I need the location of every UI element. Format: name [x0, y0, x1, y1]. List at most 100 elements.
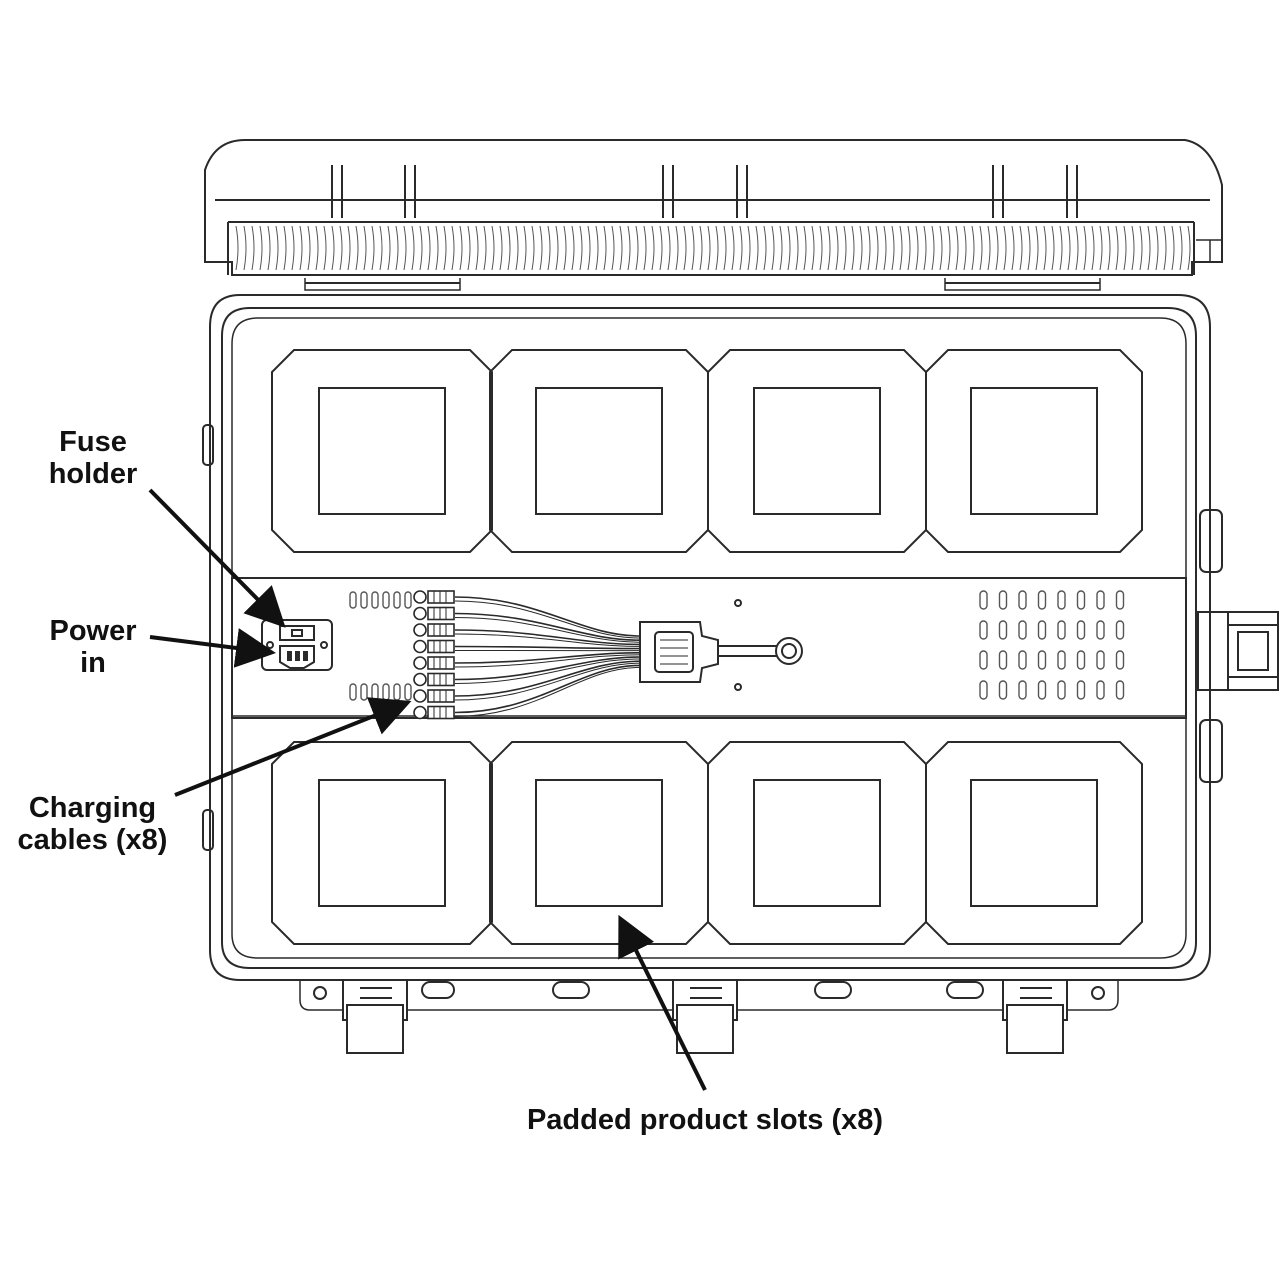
vent-slot: [1096, 620, 1105, 640]
connector-grip: [433, 591, 447, 603]
callout-arrows: [148, 488, 707, 1091]
cable-junction: [639, 621, 803, 683]
connector-grip: [433, 657, 447, 669]
product-slot-pocket: [535, 779, 663, 907]
power-in-label: Power in: [28, 615, 158, 679]
cable-plug: [413, 623, 427, 637]
cable-connector: [427, 672, 455, 687]
product-slot-pocket: [970, 387, 1098, 515]
vent-slot: [979, 620, 988, 640]
vent-slot: [1018, 680, 1027, 700]
connector-grip: [433, 673, 447, 686]
product-slot-pocket: [753, 779, 881, 907]
vent-slot: [998, 590, 1008, 610]
power-in-label-line1: Power: [49, 615, 137, 647]
bottom-latches: [299, 979, 1119, 1054]
charging-cable-edge: [454, 658, 641, 684]
lid-hinge-posts: [331, 165, 1078, 218]
vent-slot: [1096, 590, 1105, 610]
vent-slot: [1018, 650, 1027, 670]
case-base: [202, 294, 1279, 981]
connector-grip: [433, 690, 447, 702]
vent-slot: [1096, 650, 1105, 670]
charging-cable-edge: [454, 654, 641, 668]
fuse-holder-label-line1: Fuse: [59, 426, 127, 458]
vent-slot: [382, 591, 390, 609]
vent-slot: [979, 590, 988, 610]
charging-cable: [454, 660, 641, 697]
product-slot-pocket: [535, 387, 663, 515]
right-vents: [979, 590, 1125, 700]
vent-slot: [360, 591, 368, 609]
charging-cable-edge: [454, 600, 641, 639]
product-slot-7: [707, 741, 927, 945]
vent-slot: [1037, 590, 1047, 610]
cable-connector: [427, 705, 455, 720]
cable-connector: [427, 623, 455, 637]
fuse-holder-label-line2: holder: [48, 458, 138, 490]
charging-cable: [454, 612, 641, 641]
connector-grip: [433, 624, 447, 636]
charging-cables-label-line1: Charging: [28, 792, 157, 824]
right-latch: [1197, 611, 1279, 691]
vent-slot: [1076, 620, 1086, 640]
charging-cable-edge: [454, 662, 641, 701]
connector-grip: [433, 640, 447, 653]
vent-slot: [1018, 620, 1027, 640]
charging-cable: [454, 596, 641, 637]
product-slot-1: [271, 349, 493, 553]
vent-slot: [1115, 680, 1125, 700]
power-in-label-line2: in: [80, 647, 106, 679]
left-vents: [349, 591, 412, 701]
vent-slot: [1018, 590, 1027, 610]
vent-slot: [404, 591, 412, 609]
vent-slot: [349, 591, 357, 609]
cable-plug: [413, 639, 427, 654]
vent-slot: [1037, 680, 1047, 700]
vent-slot: [979, 680, 988, 700]
cable-connector: [427, 639, 455, 654]
charging-cable-edge: [454, 666, 641, 717]
vent-slot: [998, 680, 1008, 700]
cable-plug: [413, 656, 427, 670]
charging-cables-arrow: [174, 697, 412, 797]
padded-slots-arrow: [618, 914, 707, 1091]
vent-slot: [998, 620, 1008, 640]
vent-slot: [979, 650, 988, 670]
vent-slot: [1115, 650, 1125, 670]
product-slot-3: [707, 349, 927, 553]
product-slot-2: [489, 349, 709, 553]
vent-slot: [1115, 590, 1125, 610]
case-lid: [204, 139, 1223, 291]
product-slot-8: [925, 741, 1143, 945]
vent-slot: [1057, 590, 1066, 610]
lid-ribs: [235, 225, 1191, 271]
vent-slot: [1076, 590, 1086, 610]
vent-slot: [998, 650, 1008, 670]
vent-slot: [1076, 650, 1086, 670]
cable-connector: [427, 590, 455, 604]
product-slots-grid: [271, 349, 1143, 945]
cable-plug: [413, 705, 427, 720]
charging-cable: [454, 664, 641, 714]
power-in-arrow: [149, 628, 276, 668]
product-slot-pocket: [318, 387, 446, 515]
power-inlet-module: [261, 619, 333, 671]
charging-cable-harness: [413, 590, 641, 720]
charging-cables-label: Charging cables (x8): [0, 792, 185, 856]
padded-slots-label-text: Padded product slots (x8): [526, 1104, 884, 1136]
cable-plug: [413, 689, 427, 703]
vent-slot: [1076, 680, 1086, 700]
vent-slot: [1057, 650, 1066, 670]
vent-slot: [1037, 620, 1047, 640]
fuse-holder-arrow: [148, 488, 286, 628]
cable-plug: [413, 606, 427, 621]
vent-slot: [1057, 620, 1066, 640]
product-slot-4: [925, 349, 1143, 553]
charging-cable: [454, 629, 641, 646]
cable-connector: [427, 689, 455, 703]
vent-slot: [360, 683, 368, 701]
charging-cable: [454, 652, 641, 664]
vent-slot: [1096, 680, 1105, 700]
